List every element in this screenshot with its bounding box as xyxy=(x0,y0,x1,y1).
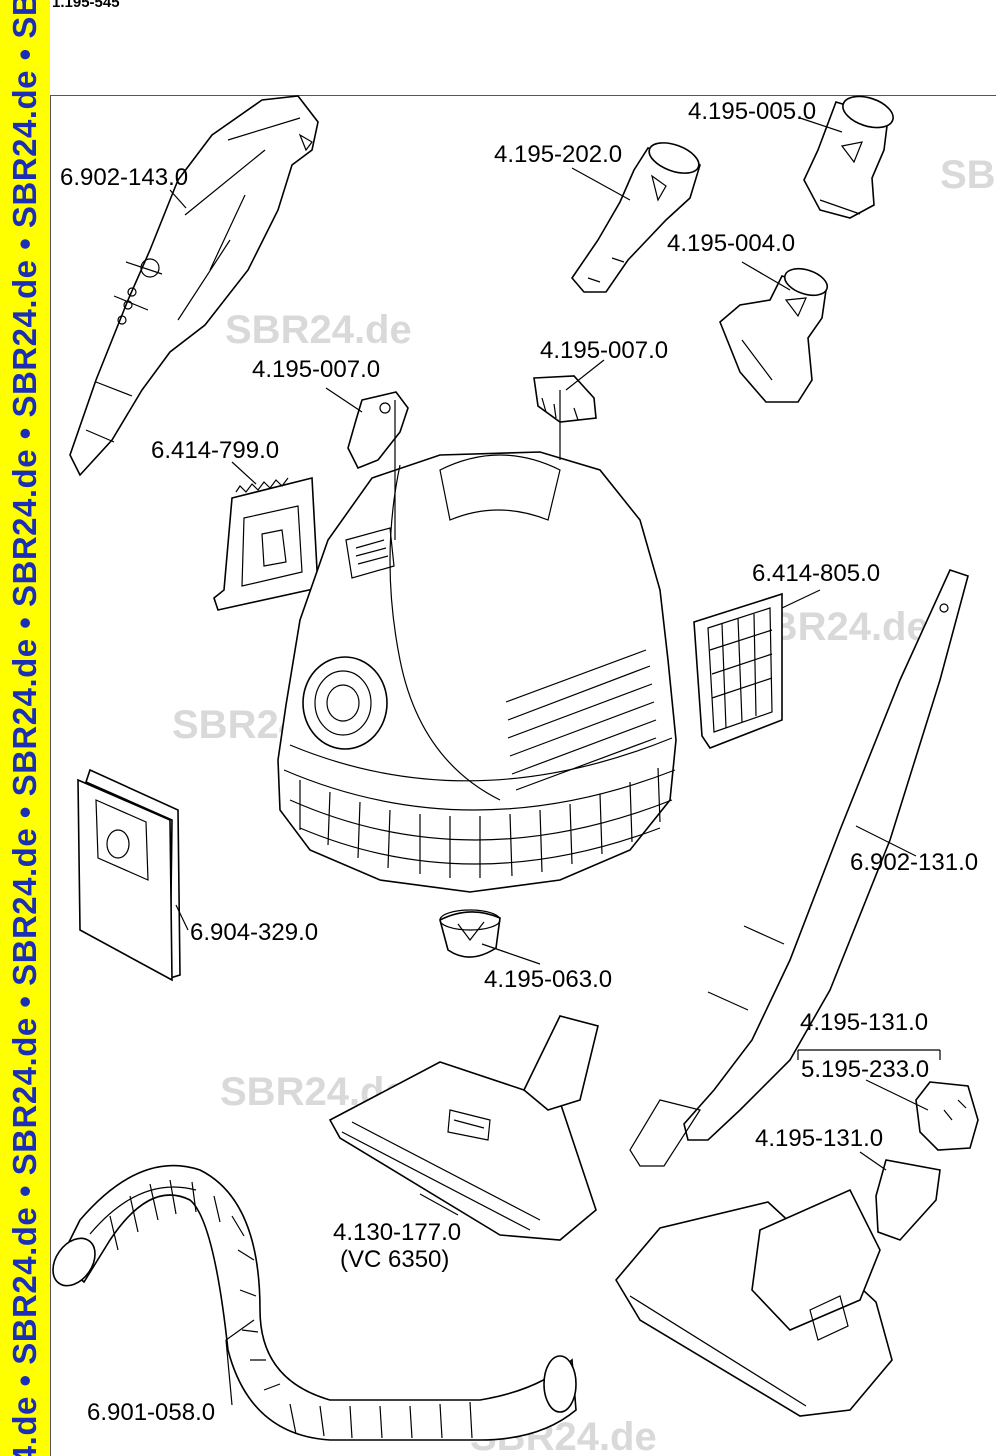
watermark: SBR24.de xyxy=(940,153,996,197)
suction-tube-drawing xyxy=(629,569,969,1167)
vacuum-body-drawing xyxy=(277,451,677,893)
floor-nozzle-drawing xyxy=(328,1015,599,1241)
part-label: 4.195-202.0 xyxy=(494,141,622,168)
crevice-nozzle-drawing xyxy=(570,142,701,293)
part-label: 6.904-329.0 xyxy=(190,919,318,946)
part-label: 4.195-007.0 xyxy=(540,337,668,364)
combination-floor-nozzle-drawing xyxy=(615,1159,941,1417)
side-watermark-band: R24.de • SBR24.de • SBR24.de • SBR24.de … xyxy=(0,0,50,1456)
part-label: 4.195-063.0 xyxy=(484,966,612,993)
part-label: 4.195-004.0 xyxy=(667,230,795,257)
clip-left-drawing xyxy=(347,391,409,470)
document-id: 1.195-545 xyxy=(52,0,120,11)
dust-bag-drawing xyxy=(77,768,181,982)
motor-filter-drawing xyxy=(213,476,319,611)
part-label: 5.195-233.0 xyxy=(801,1056,929,1083)
dusting-brush-drawing xyxy=(719,267,829,403)
part-label: 6.902-143.0 xyxy=(60,164,188,191)
hose-drawing xyxy=(52,1164,577,1441)
part-labels: 6.902-143.0 4.195-202.0 4.195-005.0 4.19… xyxy=(60,98,978,1426)
diagram-frame xyxy=(50,95,996,1456)
part-label: 4.195-131.0 xyxy=(755,1125,883,1152)
adapter-clip-drawing xyxy=(915,1081,979,1151)
part-label: (VC 6350) xyxy=(340,1246,449,1273)
part-label: 6.414-799.0 xyxy=(151,437,279,464)
part-label: 4.130-177.0 xyxy=(333,1219,461,1246)
part-label: 6.414-805.0 xyxy=(752,560,880,587)
watermark: SBR24.de xyxy=(225,308,412,352)
handle-drawing xyxy=(69,95,319,477)
part-label: 6.901-058.0 xyxy=(87,1399,215,1426)
part-label: 4.195-007.0 xyxy=(252,356,380,383)
part-label: 4.195-131.0 xyxy=(800,1009,928,1036)
hepa-filter-drawing xyxy=(693,592,783,749)
upholstery-nozzle-drawing xyxy=(803,95,894,219)
clip-right-drawing xyxy=(533,375,597,423)
part-label: 6.902-131.0 xyxy=(850,849,978,876)
cap-part-drawing xyxy=(439,909,501,958)
part-label: 4.195-005.0 xyxy=(688,98,816,125)
leader-lines xyxy=(169,117,941,1406)
